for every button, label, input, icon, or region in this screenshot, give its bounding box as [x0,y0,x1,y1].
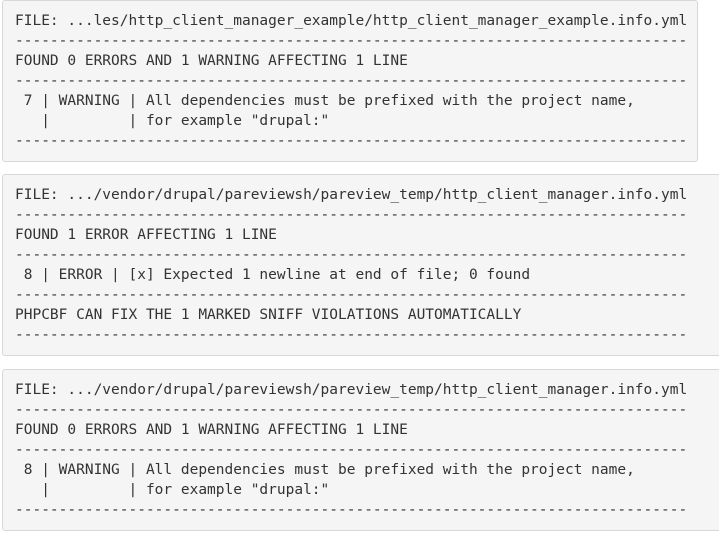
phpcs-report-block-1: FILE: ...les/http_client_manager_example… [2,0,698,162]
summary-line: FOUND 0 ERRORS AND 1 WARNING AFFECTING 1… [15,53,408,69]
summary-line: FOUND 1 ERROR AFFECTING 1 LINE [15,227,277,243]
separator-line: ----------------------------------------… [15,287,688,303]
separator-line: ----------------------------------------… [15,207,688,223]
summary-line: FOUND 0 ERRORS AND 1 WARNING AFFECTING 1… [15,422,408,438]
separator-line: ----------------------------------------… [15,327,688,343]
warning-message-line: 8 | WARNING | All dependencies must be p… [15,462,635,478]
warning-message-line: | | for example "drupal:" [15,113,330,129]
separator-line: ----------------------------------------… [15,402,688,418]
phpcs-report-block-3: FILE: .../vendor/drupal/pareviewsh/parev… [2,369,719,531]
separator-line: ----------------------------------------… [15,33,688,49]
file-line: FILE: .../vendor/drupal/pareviewsh/parev… [15,187,688,203]
phpcs-report-block-2: FILE: .../vendor/drupal/pareviewsh/parev… [2,174,719,356]
error-message-line: 8 | ERROR | [x] Expected 1 newline at en… [15,267,531,283]
separator-line: ----------------------------------------… [15,247,688,263]
separator-line: ----------------------------------------… [15,133,688,149]
separator-line: ----------------------------------------… [15,442,688,458]
file-line: FILE: ...les/http_client_manager_example… [15,13,688,29]
warning-message-line: | | for example "drupal:" [15,482,330,498]
file-line: FILE: .../vendor/drupal/pareviewsh/parev… [15,382,688,398]
phpcbf-note-line: PHPCBF CAN FIX THE 1 MARKED SNIFF VIOLAT… [15,307,522,323]
separator-line: ----------------------------------------… [15,502,688,518]
separator-line: ----------------------------------------… [15,73,688,89]
warning-message-line: 7 | WARNING | All dependencies must be p… [15,93,635,109]
